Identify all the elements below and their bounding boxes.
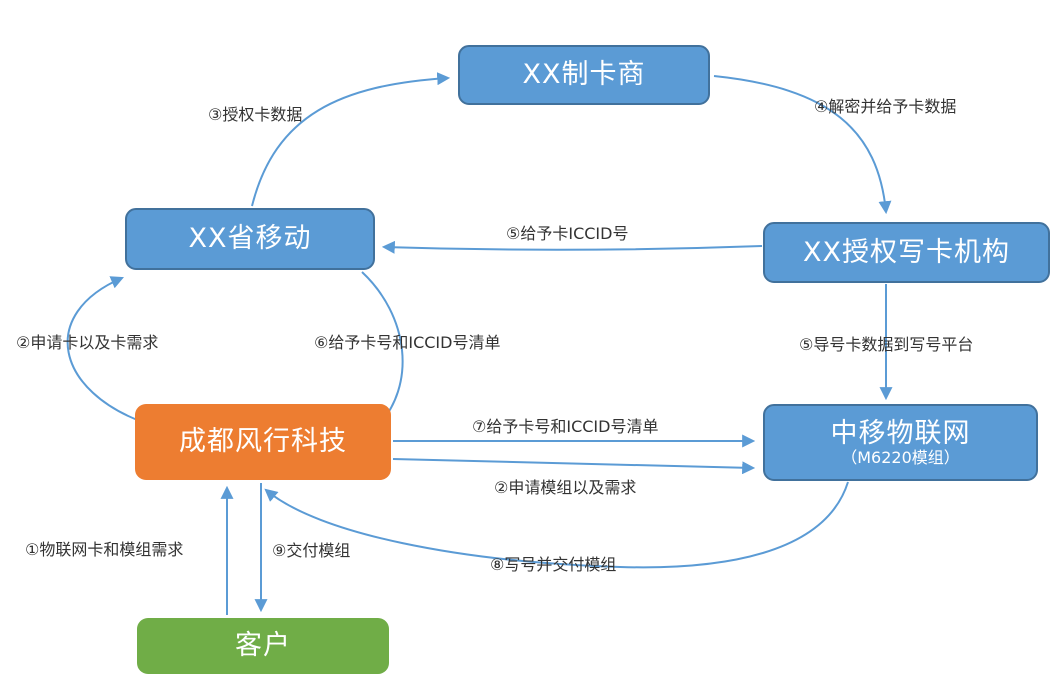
edge-label-6: ⑥给予卡号和ICCID号清单 — [314, 333, 501, 352]
node-province-mobile: XX省移动 — [125, 208, 375, 270]
edge-3-path — [251, 72, 451, 207]
node-province-mobile-label: XX省移动 — [188, 223, 312, 255]
edge-2-card-path — [66, 276, 149, 425]
node-customer: 客户 — [137, 618, 389, 674]
node-authorized-card-writer-label: XX授权写卡机构 — [803, 236, 1010, 268]
edge-label-5-import: ⑤导号卡数据到写号平台 — [799, 335, 974, 354]
node-cmiot-sublabel: （M6220模组） — [841, 447, 960, 467]
edge-label-4: ④解密并给予卡数据 — [814, 97, 957, 116]
edge-4-path — [713, 75, 892, 215]
edge-label-3: ③授权卡数据 — [208, 105, 303, 124]
edge-8-path — [264, 481, 849, 569]
edge-label-2-card: ②申请卡以及卡需求 — [16, 333, 159, 352]
edge-label-5-iccid: ⑤给予卡ICCID号 — [506, 224, 629, 243]
edge-label-9: ⑨交付模组 — [272, 541, 351, 560]
edge-label-2-module: ②申请模组以及需求 — [494, 478, 637, 497]
node-chengdu-fengxing: 成都风行科技 — [135, 404, 391, 480]
edge-label-7: ⑦给予卡号和ICCID号清单 — [472, 417, 659, 436]
edge-5-iccid-path — [381, 240, 763, 254]
edge-label-8: ⑧写号并交付模组 — [490, 555, 617, 574]
node-chengdu-fengxing-label: 成都风行科技 — [179, 426, 347, 458]
node-customer-label: 客户 — [235, 630, 291, 662]
node-card-maker-label: XX制卡商 — [522, 59, 646, 91]
node-card-maker: XX制卡商 — [458, 45, 710, 105]
node-cmiot-label: 中移物联网 — [830, 417, 971, 449]
node-cmiot: 中移物联网 （M6220模组） — [763, 404, 1038, 481]
edge-2-module-path — [392, 458, 756, 475]
edge-label-1: ①物联网卡和模组需求 — [25, 540, 184, 559]
node-authorized-card-writer: XX授权写卡机构 — [763, 222, 1050, 283]
